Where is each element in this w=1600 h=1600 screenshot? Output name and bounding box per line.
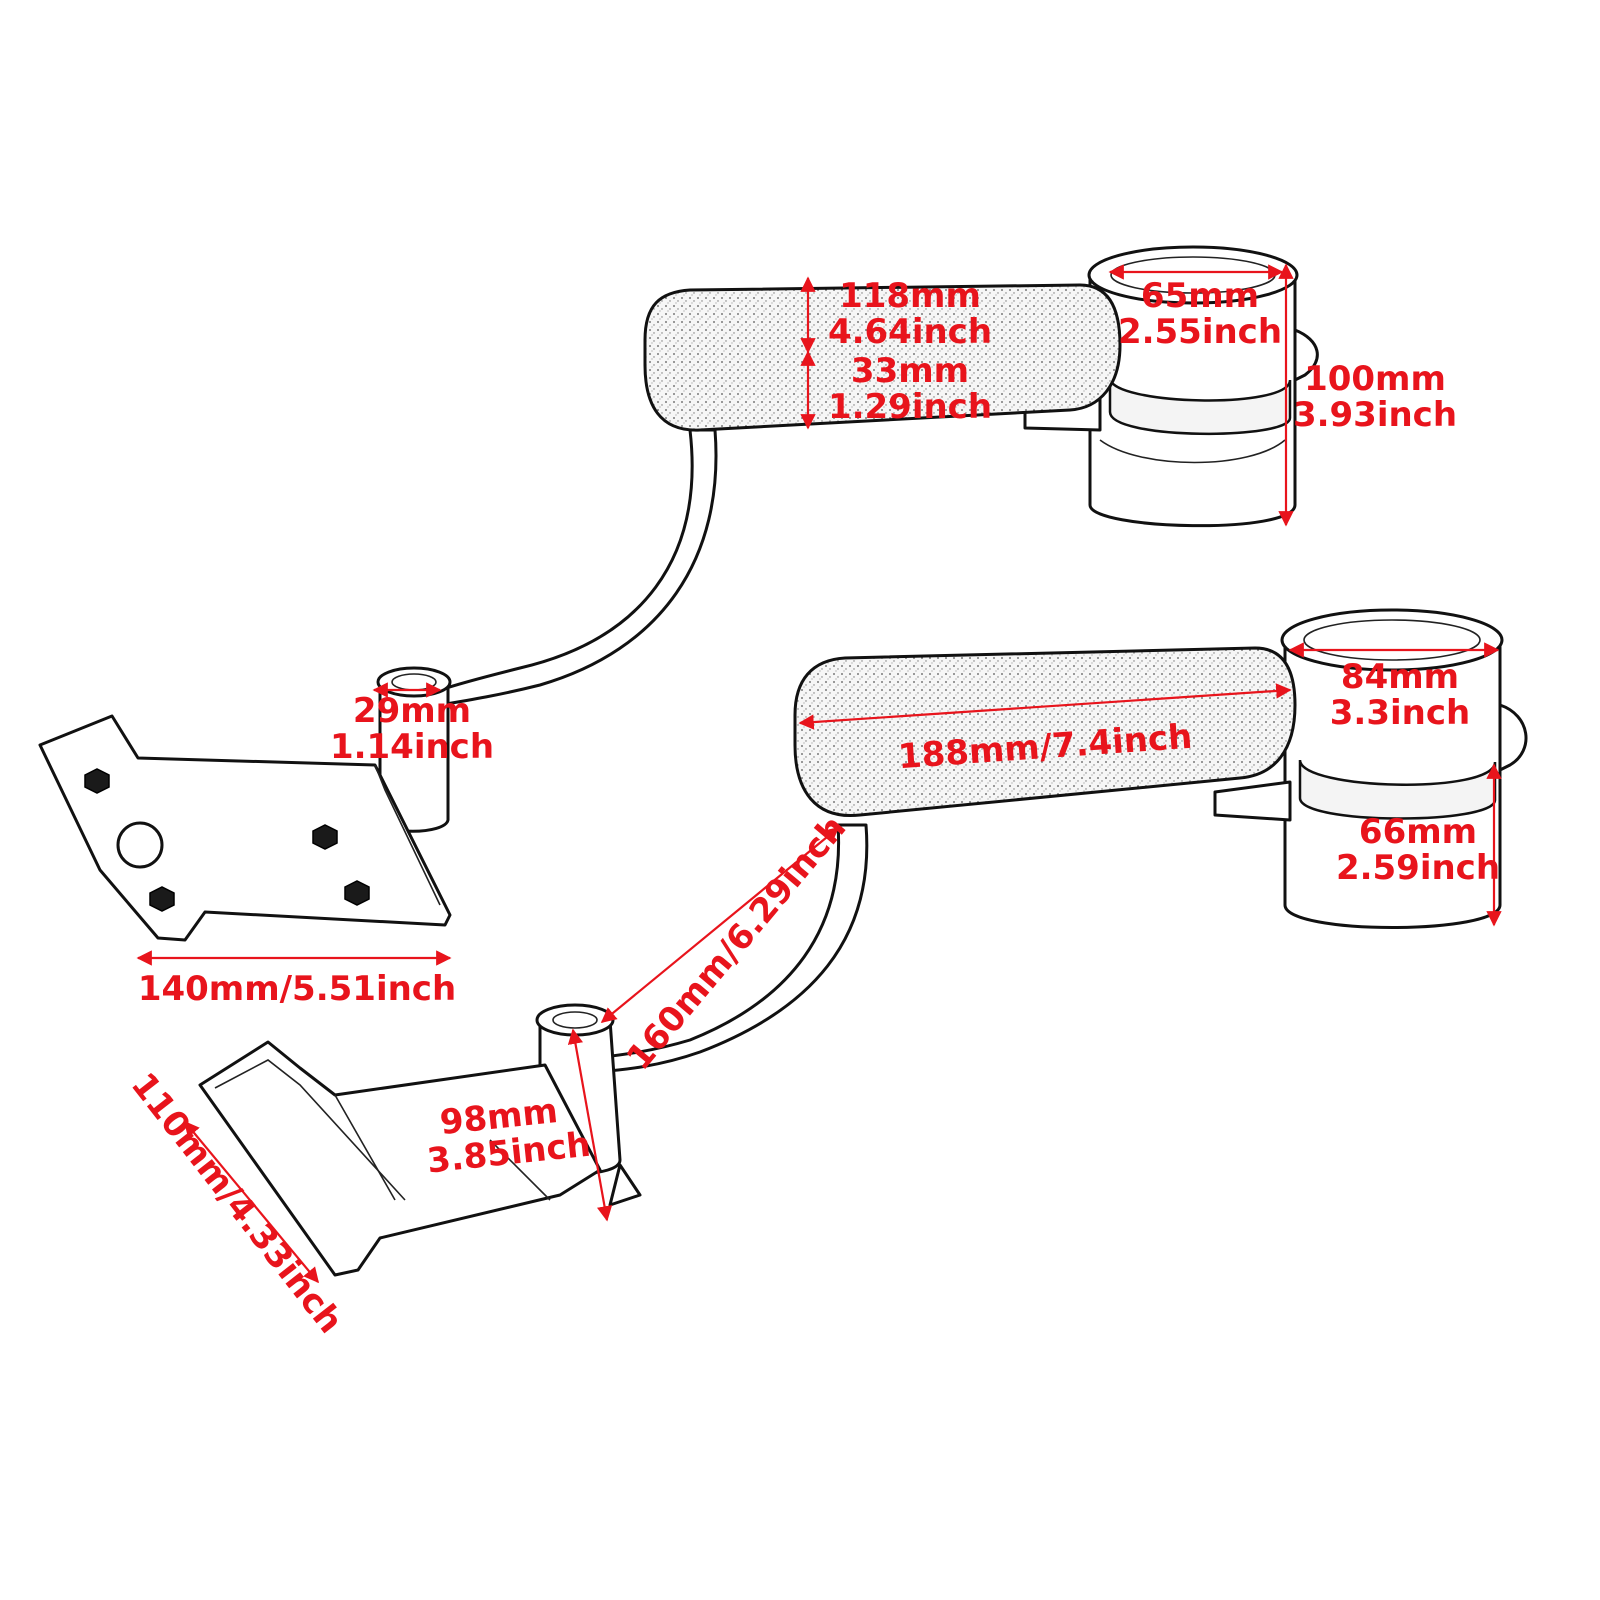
top-cup-height-inch: 3.93inch <box>1293 395 1457 435</box>
top-mounting-bracket <box>38 714 452 942</box>
bracket-bolt-icon <box>149 886 175 912</box>
top-pivot-inch: 1.14inch <box>330 727 494 767</box>
bottom-cup-height-inch: 2.59inch <box>1336 848 1500 888</box>
top-cup-height-mm: 100mm <box>1304 359 1446 399</box>
top-armrest-tube <box>438 428 718 707</box>
bracket-bolt-icon <box>84 768 110 794</box>
bracket-bolt-icon <box>312 824 338 850</box>
bottom-cup-height-mm: 66mm <box>1359 812 1477 852</box>
bracket-bolt-icon <box>344 880 370 906</box>
top-pad-width-inch: 4.64inch <box>828 312 992 352</box>
top-bracket-width: 140mm/5.51inch <box>138 969 456 1009</box>
top-pad-width-mm: 118mm <box>839 276 981 316</box>
bottom-cup-diameter-inch: 3.3inch <box>1330 693 1470 733</box>
top-pad-thickness-mm: 33mm <box>851 351 969 391</box>
top-armrest-pad <box>643 283 1122 432</box>
top-pad-thickness-inch: 1.29inch <box>828 387 992 427</box>
top-cup-diameter-inch: 2.55inch <box>1118 312 1282 352</box>
top-armrest <box>38 245 1319 942</box>
top-pivot-mm: 29mm <box>353 691 471 731</box>
dimension-lines <box>136 263 1502 1284</box>
top-cup-diameter-mm: 65mm <box>1141 276 1259 316</box>
bottom-cup-diameter-mm: 84mm <box>1341 657 1459 697</box>
